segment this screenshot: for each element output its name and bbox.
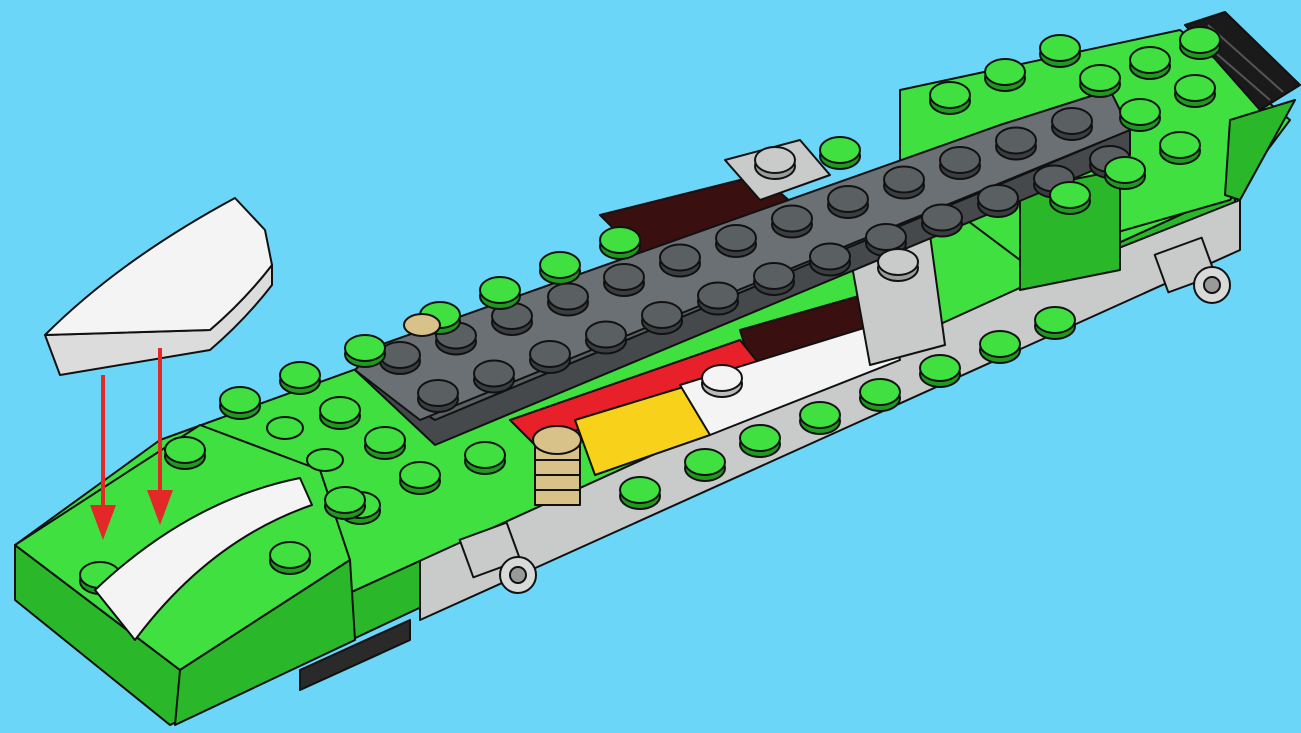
dark-stud <box>698 283 738 315</box>
dark-stud <box>418 380 458 412</box>
dark-stud <box>978 185 1018 217</box>
hollow-stud <box>267 417 303 439</box>
green-stud <box>1040 35 1080 67</box>
light-gray-stud <box>878 249 918 281</box>
green-stud <box>1105 157 1145 189</box>
dark-stud <box>660 245 700 277</box>
hollow-stud <box>307 449 343 471</box>
axle-pin-front-hole <box>510 567 526 583</box>
green-stud <box>345 335 385 367</box>
dark-stud <box>996 128 1036 160</box>
dark-stud <box>586 322 626 354</box>
dark-stud <box>810 244 850 276</box>
dark-stud <box>642 302 682 334</box>
green-stud <box>1180 27 1220 59</box>
green-stud <box>280 362 320 394</box>
dark-stud <box>474 361 514 393</box>
green-stud <box>1050 182 1090 214</box>
green-stud <box>620 477 660 509</box>
dark-stud <box>772 206 812 238</box>
dark-stud <box>754 263 794 295</box>
dark-stud <box>828 186 868 218</box>
axle-pin-rear-hole <box>1204 277 1220 293</box>
dark-stud <box>716 225 756 257</box>
green-stud <box>480 277 520 309</box>
dark-stud <box>380 342 420 374</box>
green-stud <box>1120 99 1160 131</box>
green-stud <box>320 397 360 429</box>
green-stud <box>600 227 640 259</box>
green-stud <box>465 442 505 474</box>
green-stud <box>1175 75 1215 107</box>
dark-stud <box>530 341 570 373</box>
tan-stud <box>404 314 440 336</box>
spring-cap <box>533 426 581 454</box>
green-stud <box>1130 47 1170 79</box>
green-stud <box>165 437 205 469</box>
green-stud <box>685 449 725 481</box>
dark-stud <box>548 284 588 316</box>
green-stud <box>325 487 365 519</box>
green-stud <box>930 82 970 114</box>
green-stud <box>860 379 900 411</box>
green-stud <box>1080 65 1120 97</box>
green-stud <box>220 387 260 419</box>
green-stud <box>1160 132 1200 164</box>
dark-stud <box>940 147 980 179</box>
green-stud <box>980 331 1020 363</box>
dark-stud <box>604 264 644 296</box>
green-stud <box>820 137 860 169</box>
green-stud <box>920 355 960 387</box>
green-stud <box>365 427 405 459</box>
green-stud <box>270 542 310 574</box>
dark-stud <box>922 205 962 237</box>
green-stud <box>400 462 440 494</box>
green-stud <box>1035 307 1075 339</box>
light-gray-stud <box>755 147 795 179</box>
green-stud <box>985 59 1025 91</box>
white-stud <box>702 365 742 397</box>
dark-stud <box>1052 108 1092 140</box>
green-stud <box>800 402 840 434</box>
green-stud <box>540 252 580 284</box>
dark-stud <box>884 167 924 199</box>
green-stud <box>740 425 780 457</box>
